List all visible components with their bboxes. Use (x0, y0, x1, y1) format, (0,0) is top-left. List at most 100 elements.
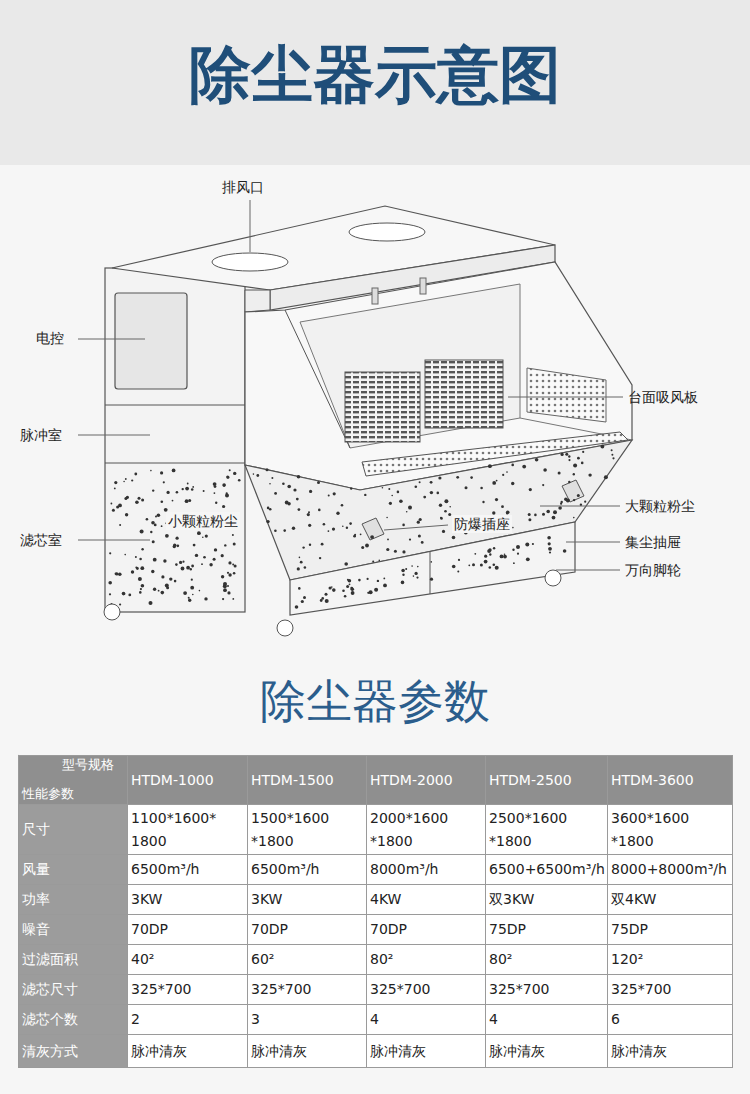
table-cell-frame: 8000+8000m³/h (608, 855, 733, 885)
table-cell: 75DP (489, 918, 526, 940)
table-cell-frame: 3600*1600 *1800 (608, 805, 733, 855)
table-cell: 脉冲清灰 (489, 1040, 545, 1062)
table-cell-frame: 325*700 (128, 975, 248, 1005)
table-cell: 2500*1600 *1800 (489, 807, 577, 852)
table-cell-frame: 2 (128, 1005, 248, 1035)
table-cell-frame: 3KW (248, 885, 367, 915)
table-cell: 清灰方式 (22, 1040, 78, 1062)
table-cell: HTDM-2000 (370, 769, 453, 791)
table-cell: 功率 (22, 888, 50, 910)
table-cell: 325*700 (131, 978, 191, 1000)
table-cell-frame: 325*700 (608, 975, 733, 1005)
table-cell: 噪音 (22, 918, 50, 940)
table-cell: 4 (489, 1008, 498, 1030)
table-cell: 6500m³/h (131, 858, 199, 880)
table-cell-frame: 双3KW (486, 885, 608, 915)
table-cell: 325*700 (251, 978, 311, 1000)
table-corner-label: 性能参数 (22, 786, 74, 802)
table-cell: 6 (611, 1008, 620, 1030)
callout-label: 电控 (36, 329, 64, 347)
table-corner-label: 型号规格 (62, 757, 114, 773)
table-cell: HTDM-1000 (131, 769, 214, 791)
table-cell: HTDM-1500 (251, 769, 334, 791)
table-cell-frame: 脉冲清灰 (248, 1035, 367, 1068)
table-cell-frame: 325*700 (248, 975, 367, 1005)
table-cell-frame: 75DP (486, 915, 608, 945)
table-cell-frame: 3KW (128, 885, 248, 915)
table-cell-frame: 70DP (128, 915, 248, 945)
table-cell: 40² (131, 948, 154, 970)
table-cell-frame: 75DP (608, 915, 733, 945)
table-cell: 70DP (370, 918, 407, 940)
table-cell-frame: 4 (486, 1005, 608, 1035)
table-cell-frame: 325*700 (367, 975, 486, 1005)
callout-label: 万向脚轮 (625, 561, 681, 579)
table-cell-frame: 60² (248, 945, 367, 975)
table-cell: 双3KW (489, 888, 534, 910)
table-cell-frame: 6500+6500m³/h (486, 855, 608, 885)
table-cell-frame: 脉冲清灰 (128, 1035, 248, 1068)
callout-label: 台面吸风板 (628, 388, 698, 406)
table-cell: 脉冲清灰 (131, 1040, 187, 1062)
table-cell: 双4KW (611, 888, 656, 910)
table-cell: 3KW (131, 888, 162, 910)
table-cell: 4 (370, 1008, 379, 1030)
table-cell: 70DP (251, 918, 288, 940)
table-cell-frame: 清灰方式 (18, 1035, 128, 1068)
table-cell: 75DP (611, 918, 648, 940)
table-cell-frame: 脉冲清灰 (367, 1035, 486, 1068)
table-cell: 8000+8000m³/h (611, 858, 727, 880)
table-cell-frame: 70DP (248, 915, 367, 945)
table-cell-frame: 1500*1600 *1800 (248, 805, 367, 855)
table-cell: 滤芯尺寸 (22, 978, 78, 1000)
table-cell-frame: HTDM-3600 (608, 755, 733, 805)
table-cell-frame: 325*700 (486, 975, 608, 1005)
callout-label: 集尘抽屉 (625, 533, 681, 551)
table-cell-frame: 3 (248, 1005, 367, 1035)
table-cell: 3 (251, 1008, 260, 1030)
table-cell: 3KW (251, 888, 282, 910)
table-cell-frame: 4KW (367, 885, 486, 915)
table-cell: 1100*1600* 1800 (131, 807, 219, 852)
table-cell-frame: 滤芯个数 (18, 1005, 128, 1035)
table-cell: 3600*1600 *1800 (611, 807, 699, 852)
table-cell-frame: 6500m³/h (128, 855, 248, 885)
table-cell-frame: 8000m³/h (367, 855, 486, 885)
table-cell: 脉冲清灰 (251, 1040, 307, 1062)
table-cell-frame: 80² (367, 945, 486, 975)
table-cell: 脉冲清灰 (370, 1040, 426, 1062)
table-cell-frame: 风量 (18, 855, 128, 885)
table-cell: 325*700 (489, 978, 549, 1000)
table-cell: 过滤面积 (22, 948, 78, 970)
callout-label: 脉冲室 (20, 426, 62, 444)
table-cell-frame: 脉冲清灰 (486, 1035, 608, 1068)
table-cell: 脉冲清灰 (611, 1040, 667, 1062)
table-cell: 风量 (22, 858, 50, 880)
table-cell-frame: 过滤面积 (18, 945, 128, 975)
table-cell: 60² (251, 948, 274, 970)
table-cell-frame: 4 (367, 1005, 486, 1035)
table-cell-frame: 6500m³/h (248, 855, 367, 885)
table-cell: HTDM-2500 (489, 769, 572, 791)
table-cell: 1500*1600 *1800 (251, 807, 339, 852)
table-cell-frame: HTDM-1000 (128, 755, 248, 805)
table-cell: 2000*1600 *1800 (370, 807, 458, 852)
table-cell-frame: 80² (486, 945, 608, 975)
table-cell: 325*700 (611, 978, 671, 1000)
table-cell: 80² (489, 948, 512, 970)
table-cell: 2 (131, 1008, 140, 1030)
table-cell-frame: 尺寸 (18, 805, 128, 855)
callout-label: 防爆插座 (452, 515, 512, 533)
page-title: 除尘器示意图 (189, 38, 561, 112)
table-cell-frame: HTDM-1500 (248, 755, 367, 805)
table-cell: 325*700 (370, 978, 430, 1000)
table-cell: 120² (611, 948, 643, 970)
table-cell: 4KW (370, 888, 401, 910)
table-cell-frame: 噪音 (18, 915, 128, 945)
callout-label: 滤芯室 (20, 531, 62, 549)
table-cell: 6500m³/h (251, 858, 319, 880)
table-cell-frame: 2000*1600 *1800 (367, 805, 486, 855)
table-cell: 滤芯个数 (22, 1008, 78, 1030)
table-cell: 80² (370, 948, 393, 970)
table-cell-frame: 40² (128, 945, 248, 975)
